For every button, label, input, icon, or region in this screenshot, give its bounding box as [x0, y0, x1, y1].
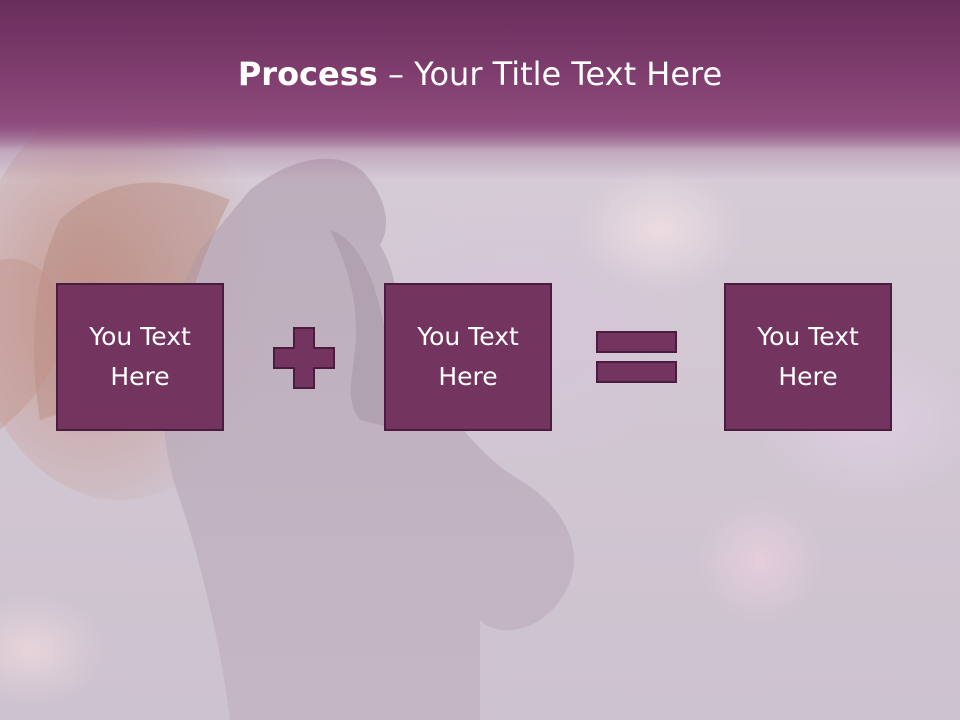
process-box-1-text: You Text Here — [89, 322, 191, 391]
process-box-2[interactable]: You Text Here — [384, 283, 552, 431]
equals-icon — [596, 331, 677, 383]
process-box-3[interactable]: You Text Here — [724, 283, 892, 431]
title-bold: Process — [237, 55, 378, 93]
plus-icon — [273, 327, 335, 389]
title-bar-fade — [0, 120, 960, 180]
slide-title[interactable]: Process – Your Title Text Here — [0, 52, 960, 96]
title-rest: – Your Title Text Here — [377, 55, 723, 93]
process-box-1[interactable]: You Text Here — [56, 283, 224, 431]
process-box-2-text: You Text Here — [417, 322, 519, 391]
process-box-3-text: You Text Here — [757, 322, 859, 391]
